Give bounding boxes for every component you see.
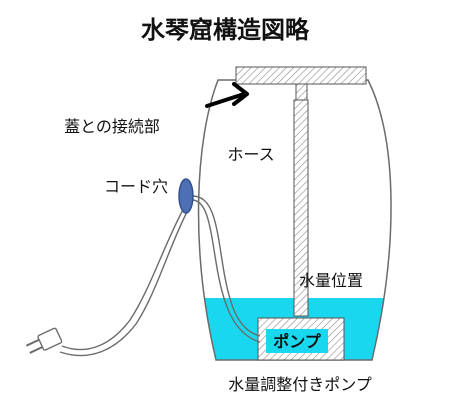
arrow-icon bbox=[205, 82, 249, 108]
plug-icon bbox=[25, 327, 63, 354]
diagram-title: 水琴窟構造図略 bbox=[141, 16, 310, 44]
label-lid-joint: 蓋との接続部 bbox=[64, 117, 160, 136]
hose bbox=[293, 99, 309, 317]
lid-joint bbox=[295, 83, 308, 101]
outer-cord bbox=[61, 207, 185, 351]
outer-cord-2 bbox=[59, 209, 189, 357]
label-pump-caption: 水量調整付きポンプ bbox=[228, 375, 372, 394]
label-water-level: 水量位置 bbox=[299, 271, 363, 290]
label-hose: ホース bbox=[227, 145, 274, 164]
pump-label-bg bbox=[266, 329, 328, 353]
cord-hole bbox=[178, 178, 194, 214]
lid bbox=[235, 66, 367, 85]
inner-cord bbox=[191, 195, 261, 337]
label-cord-hole: コード穴 bbox=[104, 177, 168, 196]
pump-label: ポンプ bbox=[273, 332, 322, 351]
pot-outline bbox=[197, 79, 392, 361]
inner-cord-2 bbox=[191, 199, 261, 343]
